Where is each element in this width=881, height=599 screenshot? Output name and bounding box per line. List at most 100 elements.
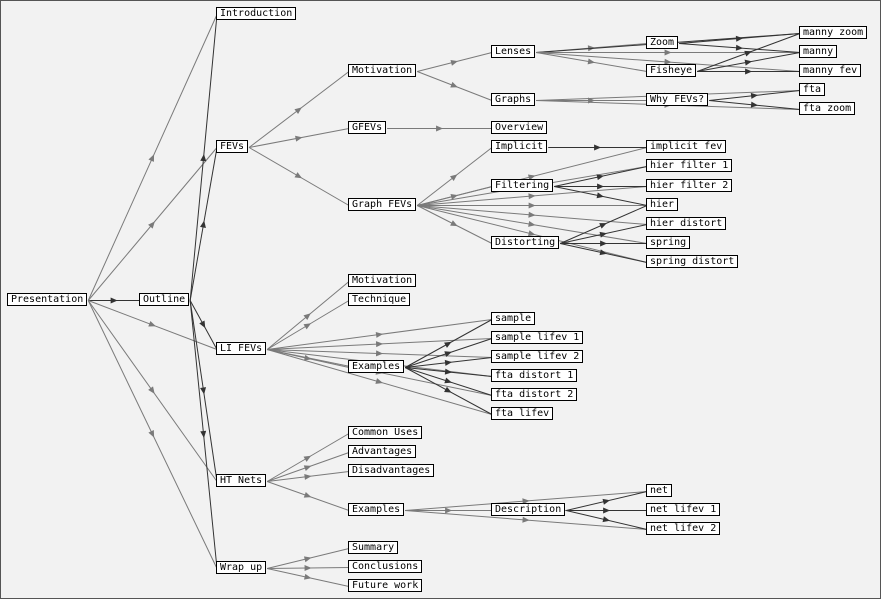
arrowhead-zoom-to-manny xyxy=(735,44,744,51)
node-graphs[interactable]: Graphs xyxy=(491,93,536,106)
node-net-lifev-2[interactable]: net lifev 2 xyxy=(646,522,721,535)
node-wrap-up[interactable]: Wrap up xyxy=(216,561,267,574)
arrowhead-graph-fevs-to-hier-distort xyxy=(528,211,536,218)
node-ht-nets[interactable]: HT Nets xyxy=(216,474,267,487)
node-description[interactable]: Description xyxy=(491,503,566,516)
node-sample[interactable]: sample xyxy=(491,312,536,325)
arrowhead-presentation-to-li-fevs xyxy=(148,320,156,327)
arrowhead-outline-to-ht-nets xyxy=(200,387,207,395)
arrowhead-fevs-to-motivation-1 xyxy=(294,107,302,115)
arrowhead-ht-nets-to-disadvantages xyxy=(304,473,312,480)
arrowhead-fisheye-to-manny-zoom xyxy=(744,50,752,57)
node-motivation-2[interactable]: Motivation xyxy=(348,274,417,287)
arrowhead-presentation-to-fevs xyxy=(148,221,155,229)
node-presentation[interactable]: Presentation xyxy=(7,293,88,306)
arrowhead-examples-2-to-net-lifev-2 xyxy=(522,516,530,523)
node-hier[interactable]: hier xyxy=(646,198,679,211)
node-overview[interactable]: Overview xyxy=(491,121,548,134)
arrowhead-filtering-to-hier-filter-1 xyxy=(596,174,605,181)
node-sample-lifev-2[interactable]: sample lifev 2 xyxy=(491,350,584,363)
node-gfevs[interactable]: GFEVs xyxy=(348,121,387,134)
arrowhead-examples-1-to-sample-lifev-2 xyxy=(444,359,453,366)
arrowhead-presentation-to-wrap-up xyxy=(148,430,155,438)
arrowhead-lenses-to-manny-fev xyxy=(664,58,672,65)
arrowhead-examples-1-to-sample-lifev-1 xyxy=(444,351,452,357)
arrowhead-ht-nets-to-common-uses xyxy=(303,455,312,462)
arrowhead-li-fevs-to-fta-lifev xyxy=(375,378,383,384)
arrowhead-motivation-1-to-graphs xyxy=(450,81,458,88)
arrowhead-presentation-to-introduction xyxy=(148,154,155,162)
arrowhead-examples-2-to-net xyxy=(522,498,530,505)
node-motivation-1[interactable]: Motivation xyxy=(348,64,417,77)
node-summary[interactable]: Summary xyxy=(348,541,399,554)
node-outline[interactable]: Outline xyxy=(139,293,190,306)
node-filtering[interactable]: Filtering xyxy=(491,179,554,192)
arrowhead-filtering-to-hier xyxy=(596,192,605,199)
node-fta-lifev[interactable]: fta lifev xyxy=(491,407,554,420)
node-li-fevs[interactable]: LI FEVs xyxy=(216,342,267,355)
node-hier-filter-1[interactable]: hier filter 1 xyxy=(646,159,733,172)
node-introduction[interactable]: Introduction xyxy=(216,7,297,20)
arrowhead-li-fevs-to-technique xyxy=(303,323,312,330)
node-implicit[interactable]: Implicit xyxy=(491,140,548,153)
arrowhead-distorting-to-hier-distort xyxy=(599,231,608,238)
node-why-fevs[interactable]: Why FEVs? xyxy=(646,93,709,106)
arrowhead-examples-1-to-sample xyxy=(444,341,452,348)
arrowhead-li-fevs-to-sample xyxy=(375,331,384,338)
node-distorting[interactable]: Distorting xyxy=(491,236,560,249)
node-graph-fevs[interactable]: Graph FEVs xyxy=(348,198,417,211)
arrowhead-filtering-to-hier-filter-2 xyxy=(597,183,605,190)
arrowhead-gfevs-to-overview xyxy=(436,125,444,132)
node-advantages[interactable]: Advantages xyxy=(348,445,417,458)
arrowhead-ht-nets-to-advantages xyxy=(303,465,312,471)
arrowhead-wrap-up-to-future-work xyxy=(304,573,312,580)
node-manny-zoom[interactable]: manny zoom xyxy=(799,26,868,39)
node-fta-distort-2[interactable]: fta distort 2 xyxy=(491,388,578,401)
node-zoom[interactable]: Zoom xyxy=(646,36,679,49)
arrowhead-wrap-up-to-summary xyxy=(303,556,312,563)
node-fta-distort-1[interactable]: fta distort 1 xyxy=(491,369,578,382)
node-implicit-fev[interactable]: implicit fev xyxy=(646,140,727,153)
node-hier-filter-2[interactable]: hier filter 2 xyxy=(646,179,733,192)
arrowhead-distorting-to-hier xyxy=(599,223,607,229)
arrowhead-outline-to-fevs xyxy=(200,220,206,228)
node-sample-lifev-1[interactable]: sample lifev 1 xyxy=(491,331,584,344)
node-conclusions[interactable]: Conclusions xyxy=(348,560,423,573)
arrowhead-outline-to-wrap-up xyxy=(200,430,207,438)
node-net-lifev-1[interactable]: net lifev 1 xyxy=(646,503,721,516)
arrowhead-description-to-net-lifev-1 xyxy=(603,507,611,514)
node-manny[interactable]: manny xyxy=(799,45,838,58)
node-net[interactable]: net xyxy=(646,484,673,497)
node-fta-zoom[interactable]: fta zoom xyxy=(799,102,856,115)
arrowhead-graph-fevs-to-implicit-fev xyxy=(527,174,536,181)
node-fevs[interactable]: FEVs xyxy=(216,140,249,153)
node-spring[interactable]: spring xyxy=(646,236,691,249)
node-common-uses[interactable]: Common Uses xyxy=(348,426,423,439)
arrowhead-outline-to-introduction xyxy=(200,154,207,162)
arrowhead-motivation-1-to-lenses xyxy=(450,59,459,66)
node-examples-2[interactable]: Examples xyxy=(348,503,405,516)
node-fta[interactable]: fta xyxy=(799,83,826,96)
arrowhead-description-to-net xyxy=(602,498,611,505)
arrowhead-presentation-to-ht-nets xyxy=(148,386,155,394)
arrowhead-description-to-net-lifev-2 xyxy=(602,516,611,523)
node-fisheye[interactable]: Fisheye xyxy=(646,64,697,77)
node-hier-distort[interactable]: hier distort xyxy=(646,217,727,230)
arrowhead-wrap-up-to-conclusions xyxy=(304,565,312,572)
arrowhead-examples-1-to-fta-distort-2 xyxy=(444,377,452,384)
node-disadvantages[interactable]: Disadvantages xyxy=(348,464,435,477)
node-manny-fev[interactable]: manny fev xyxy=(799,64,862,77)
node-future-work[interactable]: Future work xyxy=(348,579,423,592)
arrowhead-lenses-to-manny xyxy=(664,49,672,56)
arrowhead-graph-fevs-to-distorting xyxy=(450,220,458,227)
arrowhead-lenses-to-fisheye xyxy=(587,58,596,65)
arrowhead-graph-fevs-to-hier-filter-2 xyxy=(528,193,536,200)
arrowhead-fisheye-to-manny-fev xyxy=(745,68,753,75)
node-lenses[interactable]: Lenses xyxy=(491,45,536,58)
arrowhead-li-fevs-to-sample-lifev-1 xyxy=(375,341,384,348)
node-examples-1[interactable]: Examples xyxy=(348,360,405,373)
arrowhead-ht-nets-to-examples-2 xyxy=(303,492,312,498)
node-spring-distort[interactable]: spring distort xyxy=(646,255,739,268)
node-technique[interactable]: Technique xyxy=(348,293,411,306)
